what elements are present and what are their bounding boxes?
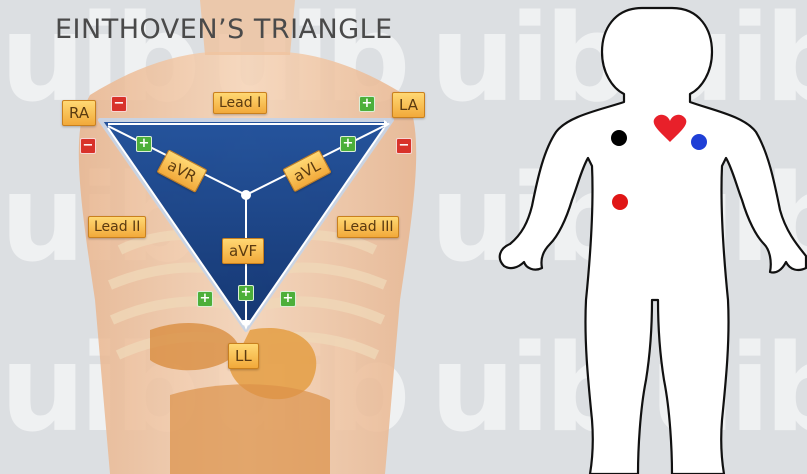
electrode-ra-marker	[611, 130, 627, 146]
electrode-la-marker	[691, 134, 707, 150]
electrode-ll-marker	[612, 194, 628, 210]
body-outline	[500, 8, 806, 474]
